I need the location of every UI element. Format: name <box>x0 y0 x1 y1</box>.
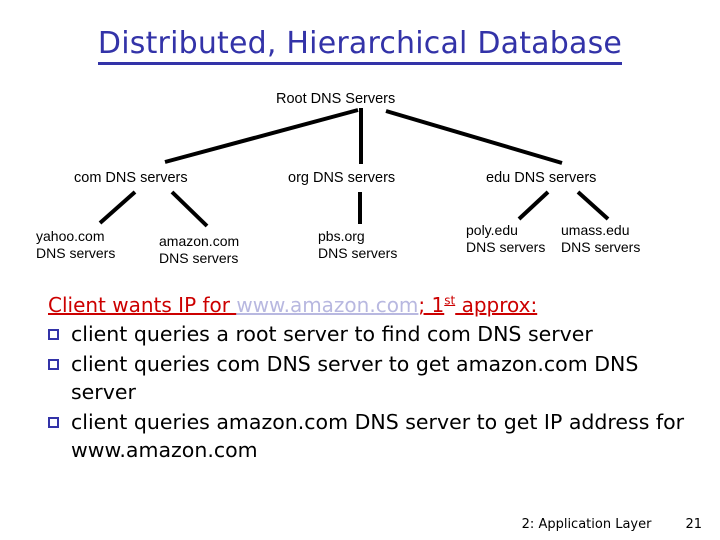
slide-footer: 2: Application Layer 21 <box>522 517 702 532</box>
list-item: client queries a root server to find com… <box>48 320 688 348</box>
edge-com-amazon <box>170 190 209 228</box>
tree-node-root: Root DNS Servers <box>276 91 396 107</box>
edge-root-com <box>164 108 359 164</box>
dns-hierarchy-diagram: Root DNS Servers com DNS servers org DNS… <box>0 80 720 280</box>
list-item: client queries com DNS server to get ama… <box>48 350 688 406</box>
lead-ordinal-suffix: st <box>444 293 456 308</box>
bullet-text-2: client queries com DNS server to get ama… <box>71 352 639 404</box>
lead-statement: Client wants IP for www.amazon.com; 1st … <box>48 292 688 318</box>
slide-body: Client wants IP for www.amazon.com; 1st … <box>48 292 688 464</box>
bullet-text-3: client queries amazon.com DNS server to … <box>71 410 685 462</box>
tree-node-umass-line2: DNS servers <box>561 239 641 255</box>
tree-node-pbs-line1: pbs.org <box>318 228 365 244</box>
footer-page-number: 21 <box>685 517 702 532</box>
tree-node-yahoo-line2: DNS servers <box>36 245 116 261</box>
tree-node-yahoo-line1: yahoo.com <box>36 228 105 244</box>
tree-node-edu: edu DNS servers <box>486 170 597 186</box>
tree-node-pbs-line2: DNS servers <box>318 245 398 261</box>
lead-before-link: Client wants IP for <box>48 293 237 317</box>
edge-com-yahoo <box>98 190 137 225</box>
tree-edges <box>98 108 610 228</box>
tree-node-yahoo: yahoo.com DNS servers <box>36 228 115 262</box>
edge-edu-umass <box>576 190 610 221</box>
tree-node-umass-line1: umass.edu <box>561 222 630 238</box>
tree-node-amazon-line1: amazon.com <box>159 233 240 249</box>
list-item: client queries amazon.com DNS server to … <box>48 408 688 464</box>
square-bullet-icon <box>48 359 59 370</box>
tree-node-com: com DNS servers <box>74 170 188 186</box>
square-bullet-icon <box>48 329 59 340</box>
tree-node-pbs: pbs.org DNS servers <box>318 228 397 262</box>
lead-after-link-1: ; 1 <box>418 293 445 317</box>
footer-chapter: 2: Application Layer <box>521 517 652 532</box>
edge-root-edu <box>385 109 563 165</box>
tree-node-poly-line2: DNS servers <box>466 239 546 255</box>
edge-edu-poly <box>517 190 550 221</box>
tree-node-umass: umass.edu DNS servers <box>561 222 640 256</box>
tree-node-poly: poly.edu DNS servers <box>466 222 545 256</box>
amazon-link[interactable]: www.amazon.com <box>236 293 419 317</box>
page-title: Distributed, Hierarchical Database <box>0 26 720 65</box>
bullet-text-1: client queries a root server to find com… <box>71 322 593 346</box>
tree-node-amazon: amazon.com DNS servers <box>159 233 239 267</box>
tree-node-amazon-line2: DNS servers <box>159 250 239 266</box>
tree-node-org: org DNS servers <box>288 170 396 186</box>
page-title-text: Distributed, Hierarchical Database <box>97 26 623 65</box>
tree-node-poly-line1: poly.edu <box>466 222 518 238</box>
lead-after-link-2: approx: <box>455 293 538 317</box>
square-bullet-icon <box>48 417 59 428</box>
